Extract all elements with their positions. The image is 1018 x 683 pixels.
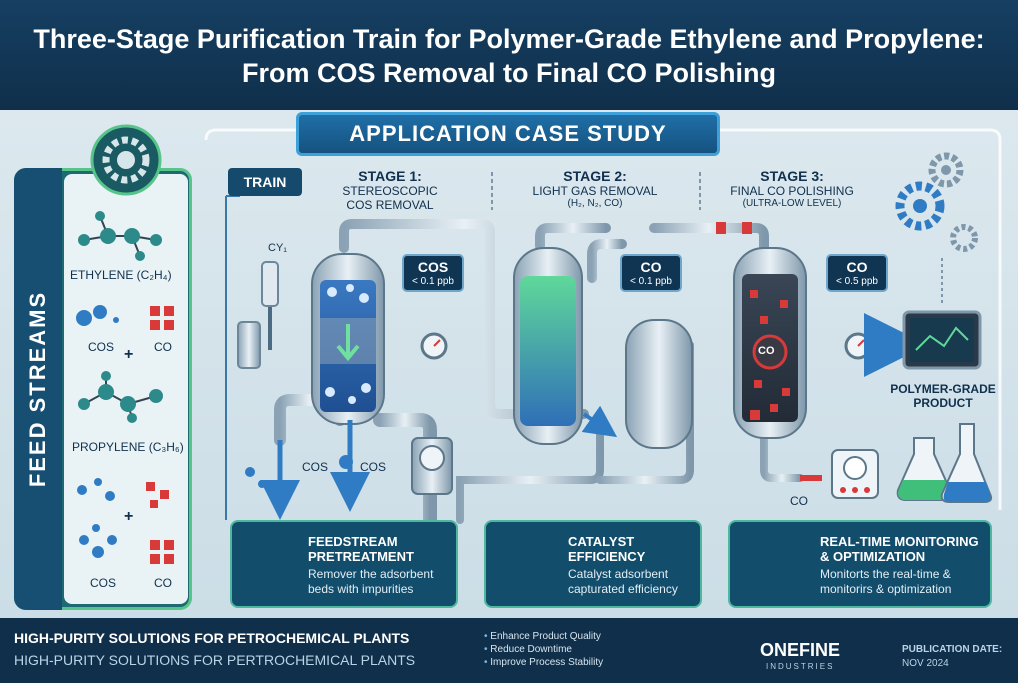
flow-arrow	[581, 405, 618, 438]
co-label: CO	[154, 340, 172, 354]
stage-1-heading: STAGE 1: STEREOSCOPIC COS REMOVAL	[310, 168, 470, 212]
ethylene-molecule-icon	[78, 211, 162, 261]
train-bracket	[225, 195, 240, 520]
cos-out-label: COS	[360, 460, 387, 474]
inlet-valve-icon	[237, 261, 279, 369]
cos-particles-icon	[77, 478, 117, 558]
badge-species: CO	[846, 259, 868, 275]
propylene-molecule-icon	[78, 371, 163, 423]
stage-3-heading: STAGE 3: FINAL CO POLISHING (ULTRA-LOW L…	[704, 168, 880, 209]
cos-label: COS	[88, 340, 115, 354]
badge-value: < 0.1 ppb	[630, 276, 672, 287]
product-label: POLYMER-GRADE PRODUCT	[878, 382, 1008, 410]
footer-benefits-list: Enhance Product Quality Reduce Downtime …	[484, 630, 603, 669]
stage-2-line1: LIGHT GAS REMOVAL	[532, 184, 658, 198]
monitor-panel-icon	[831, 449, 879, 499]
valve-label: CY₁	[268, 242, 287, 254]
list-item: Enhance Product Quality	[484, 630, 603, 643]
co-label: CO	[154, 576, 172, 590]
stage-2-separator	[625, 319, 693, 449]
flask-icon	[940, 423, 993, 503]
card-description: Monitorts the real-time &monitorirs & op…	[820, 567, 952, 596]
publication-date: NOV 2024	[902, 658, 949, 669]
gauge-icon	[420, 332, 448, 360]
co-spec-badge-final: CO < 0.5 ppb	[826, 254, 888, 292]
list-item: Reduce Downtime	[484, 643, 603, 656]
stage-3-line2: (ULTRA-LOW LEVEL)	[742, 198, 842, 209]
list-item: Improve Process Stability	[484, 656, 603, 669]
co-molecule-icon	[150, 306, 174, 330]
co-particles-icon	[146, 482, 174, 564]
stage-2-title: STAGE 2:	[563, 168, 627, 184]
co-out-label: CO	[790, 494, 808, 508]
cos-particle	[258, 480, 266, 488]
ethylene-label: ETHYLENE (C₂H₄)	[70, 268, 172, 282]
stage-1-line1: STEREOSCOPIC	[342, 184, 438, 198]
card-title: REAL-TIME MONITORING& OPTIMIZATION	[820, 534, 979, 564]
plus-sign: +	[124, 508, 134, 525]
plus-sign: +	[124, 346, 134, 363]
gear-icon	[928, 152, 964, 188]
cos-molecule-icon	[76, 305, 119, 326]
train-label: TRAIN	[228, 168, 302, 196]
badge-species: COS	[417, 259, 449, 275]
co-valve-icon	[716, 222, 726, 234]
gauge-icon	[844, 332, 872, 360]
case-study-banner: APPLICATION CASE STUDY	[296, 112, 720, 156]
co-valve-icon	[742, 222, 752, 234]
badge-value: < 0.1 ppb	[412, 276, 454, 287]
co-vessel-label: CO	[758, 345, 775, 357]
badge-value: < 0.5 ppb	[836, 276, 878, 287]
footer-tagline-secondary: HIGH-PURITY SOLUTIONS FOR PERTROCHEMICAL…	[14, 652, 416, 668]
stage-1-line2: COS REMOVAL	[346, 198, 434, 212]
gear-icon	[90, 124, 162, 196]
publication-label: PUBLICATION DATE:	[902, 644, 1003, 655]
header-band	[0, 0, 1018, 112]
stage-1-vessel	[311, 253, 385, 425]
stage-3-line1: FINAL CO POLISHING	[730, 184, 854, 198]
product-line2: PRODUCT	[913, 396, 973, 410]
brand-name: ONEFINE	[760, 640, 841, 660]
co-valve-icon	[750, 410, 760, 420]
stage-2-vessel	[513, 247, 583, 445]
control-unit-icon	[411, 437, 453, 495]
gear-icon	[895, 181, 945, 231]
stage-3-title: STAGE 3:	[760, 168, 824, 184]
cos-out-label: COS	[302, 460, 329, 474]
page-title: Three-Stage Purification Train for Polym…	[33, 24, 985, 88]
badge-species: CO	[640, 259, 662, 275]
diagram-frame	[204, 128, 1002, 510]
cos-label: COS	[90, 576, 117, 590]
stage-3-vessel	[733, 247, 807, 439]
propylene-label: PROPYLENE (C₃H₆)	[72, 440, 184, 454]
co-spec-badge: CO < 0.1 ppb	[620, 254, 682, 292]
brand-subtitle: INDUSTRIES	[766, 662, 835, 671]
cos-particle	[339, 455, 353, 469]
stage-1-title: STAGE 1:	[358, 168, 422, 184]
product-line1: POLYMER-GRADE	[890, 382, 996, 396]
cos-spec-badge: COS < 0.1 ppb	[402, 254, 464, 292]
stage-2-line2: (H₂, N₂, CO)	[567, 198, 623, 209]
feed-streams-tab	[14, 168, 62, 610]
stage-2-heading: STAGE 2: LIGHT GAS REMOVAL (H₂, N₂, CO)	[510, 168, 680, 209]
footer-tagline: HIGH-PURITY SOLUTIONS FOR PETROCHEMICAL …	[14, 630, 410, 646]
monitor-icon	[902, 310, 982, 370]
cos-particle	[245, 467, 255, 477]
gear-icon	[950, 224, 978, 252]
monitoring-card: REAL-TIME MONITORING& OPTIMIZATION Monit…	[728, 520, 992, 608]
